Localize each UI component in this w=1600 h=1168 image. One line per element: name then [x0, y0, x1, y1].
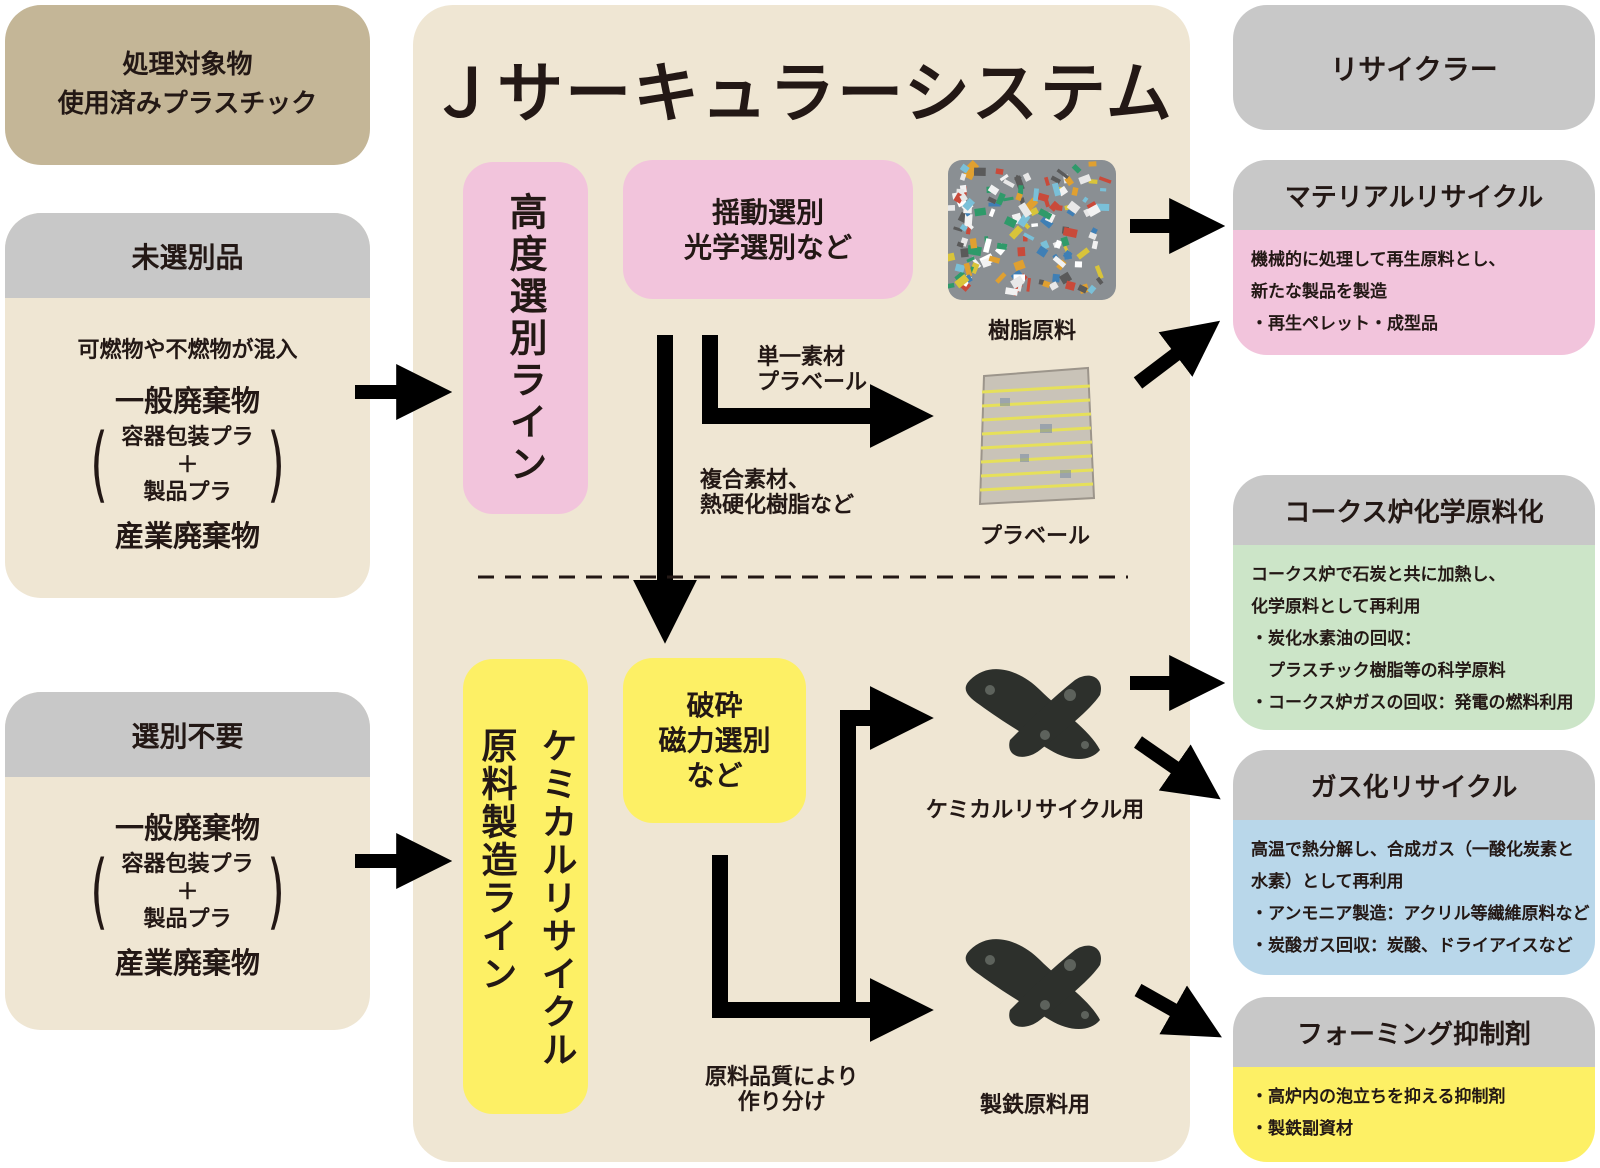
resin-caption: 樹脂原料	[987, 319, 1076, 344]
material-recycle-header: マテリアルリサイクル	[1233, 160, 1595, 230]
general-waste-label: 一般廃棄物	[114, 811, 260, 845]
composite-material-label: 複合素材、 熱硬化樹脂など	[700, 468, 854, 519]
crush-process-line2: 磁力選別	[658, 724, 771, 757]
single-material-line1: 単一素材	[757, 345, 846, 370]
industrial-waste-label: 産業廃棄物	[114, 945, 260, 980]
sorting-process-line2: 光学選別など	[683, 230, 852, 264]
right-paren: )	[266, 417, 285, 513]
composite-line2: 熱硬化樹脂など	[700, 493, 855, 519]
quality-split-label: 原料品質により 作り分け	[705, 1065, 859, 1116]
target-line1: 処理対象物	[122, 50, 253, 80]
product-plastic-label: 製品プラ	[143, 907, 232, 932]
forming-body: ・高炉内の泡立ちを抑える抑制剤 ・製鉄副資材	[1233, 1067, 1595, 1162]
crush-process-box: 破砕 磁力選別 など	[623, 658, 806, 823]
advanced-sorting-line-label: 高度選別ライン	[503, 192, 547, 486]
unsorted-header: 未選別品	[5, 213, 370, 298]
gasification-card: ガス化リサイクル 高温で熱分解し、合成ガス（一酸化炭素と 水素）として再利用 ・…	[1233, 750, 1595, 975]
agglomerate-photo	[965, 669, 1101, 759]
plastic-bale-photo	[978, 366, 1096, 506]
chemical-line-label-col2: 原料製造ライン	[475, 727, 517, 993]
quality-split-line1: 原料品質により	[705, 1065, 859, 1090]
plus-sign: ＋	[176, 452, 199, 478]
left-paren: (	[90, 417, 109, 513]
crush-process-line3: など	[686, 759, 743, 792]
arrow-single-material-path	[702, 335, 888, 424]
advanced-sorting-line: 高度選別ライン	[463, 162, 588, 514]
coke-oven-card: コークス炉化学原料化 コークス炉で石炭と共に加熱し、 化学原料として再利用 ・炭…	[1233, 475, 1595, 730]
forming-header: フォーミング抑制剤	[1233, 997, 1595, 1067]
industrial-waste-label: 産業廃棄物	[114, 518, 260, 553]
arrow-bale-to-material	[1133, 320, 1221, 389]
mixed-note: 可燃物や不燃物が混入	[77, 338, 298, 363]
recycler-header: リサイクラー	[1233, 5, 1595, 130]
arrow-crush-to-chemical	[840, 710, 888, 1010]
left-paren: (	[90, 844, 109, 940]
gasification-body: 高温で熱分解し、合成ガス（一酸化炭素と 水素）として再利用 ・アンモニア製造：ア…	[1233, 820, 1595, 975]
plastic-flakes-photo	[948, 160, 1116, 300]
composite-line1: 複合素材、	[700, 468, 811, 493]
chemical-caption: ケミカルリサイクル用	[925, 798, 1145, 823]
coke-oven-body: コークス炉で石炭と共に加熱し、 化学原料として再利用 ・炭化水素油の回収： プラ…	[1233, 545, 1595, 730]
forming-card: フォーミング抑制剤 ・高炉内の泡立ちを抑える抑制剤 ・製鉄副資材	[1233, 997, 1595, 1162]
agglomerate-photo	[965, 939, 1101, 1029]
container-packaging-label: 容器包装プラ	[121, 852, 254, 877]
coke-oven-header: コークス炉化学原料化	[1233, 475, 1595, 545]
general-waste-label: 一般廃棄物	[114, 384, 260, 418]
system-title: Ｊサーキュラーシステム	[429, 55, 1174, 132]
product-plastic-label: 製品プラ	[143, 480, 232, 505]
target-material-box: 処理対象物 使用済みプラスチック	[5, 5, 370, 165]
chemical-recycle-line: ケミカルリサイクル 原料製造ライン	[463, 659, 588, 1114]
sorting-process-line1: 揺動選別	[711, 195, 824, 229]
right-paren: )	[266, 844, 285, 940]
crush-process-line1: 破砕	[686, 689, 743, 722]
sorting-process-box: 揺動選別 光学選別など	[623, 160, 913, 299]
gasification-header: ガス化リサイクル	[1233, 750, 1595, 820]
plastic-type-group: ( 容器包装プラ ＋ 製品プラ )	[83, 424, 291, 507]
material-recycle-card: マテリアルリサイクル 機械的に処理して再生原料とし、 新たな製品を製造 ・再生ペ…	[1233, 160, 1595, 355]
unsorted-card: 未選別品 可燃物や不燃物が混入 一般廃棄物 ( 容器包装プラ ＋ 製品プラ ) …	[5, 213, 370, 598]
no-sort-card: 選別不要 一般廃棄物 ( 容器包装プラ ＋ 製品プラ ) 産業廃棄物	[5, 692, 370, 1030]
single-material-line2: プラベール	[757, 370, 868, 396]
target-line2: 使用済みプラスチック	[57, 89, 318, 119]
chemical-line-label-col1: ケミカルリサイクル	[535, 727, 577, 1069]
bale-caption: プラベール	[979, 524, 1090, 549]
arrow-crush-to-iron	[712, 855, 888, 1018]
quality-split-line2: 作り分け	[737, 1090, 826, 1116]
iron-caption: 製鉄原料用	[979, 1093, 1090, 1118]
arrow-to-gasification	[1134, 736, 1221, 800]
no-sort-header: 選別不要	[5, 692, 370, 777]
material-recycle-body: 機械的に処理して再生原料とし、 新たな製品を製造 ・再生ペレット・成型品	[1233, 230, 1595, 355]
arrow-to-forming	[1134, 983, 1222, 1038]
container-packaging-label: 容器包装プラ	[121, 425, 254, 450]
plastic-type-group: ( 容器包装プラ ＋ 製品プラ )	[83, 851, 291, 934]
single-material-label: 単一素材 プラベール	[757, 345, 867, 396]
plus-sign: ＋	[176, 879, 199, 905]
